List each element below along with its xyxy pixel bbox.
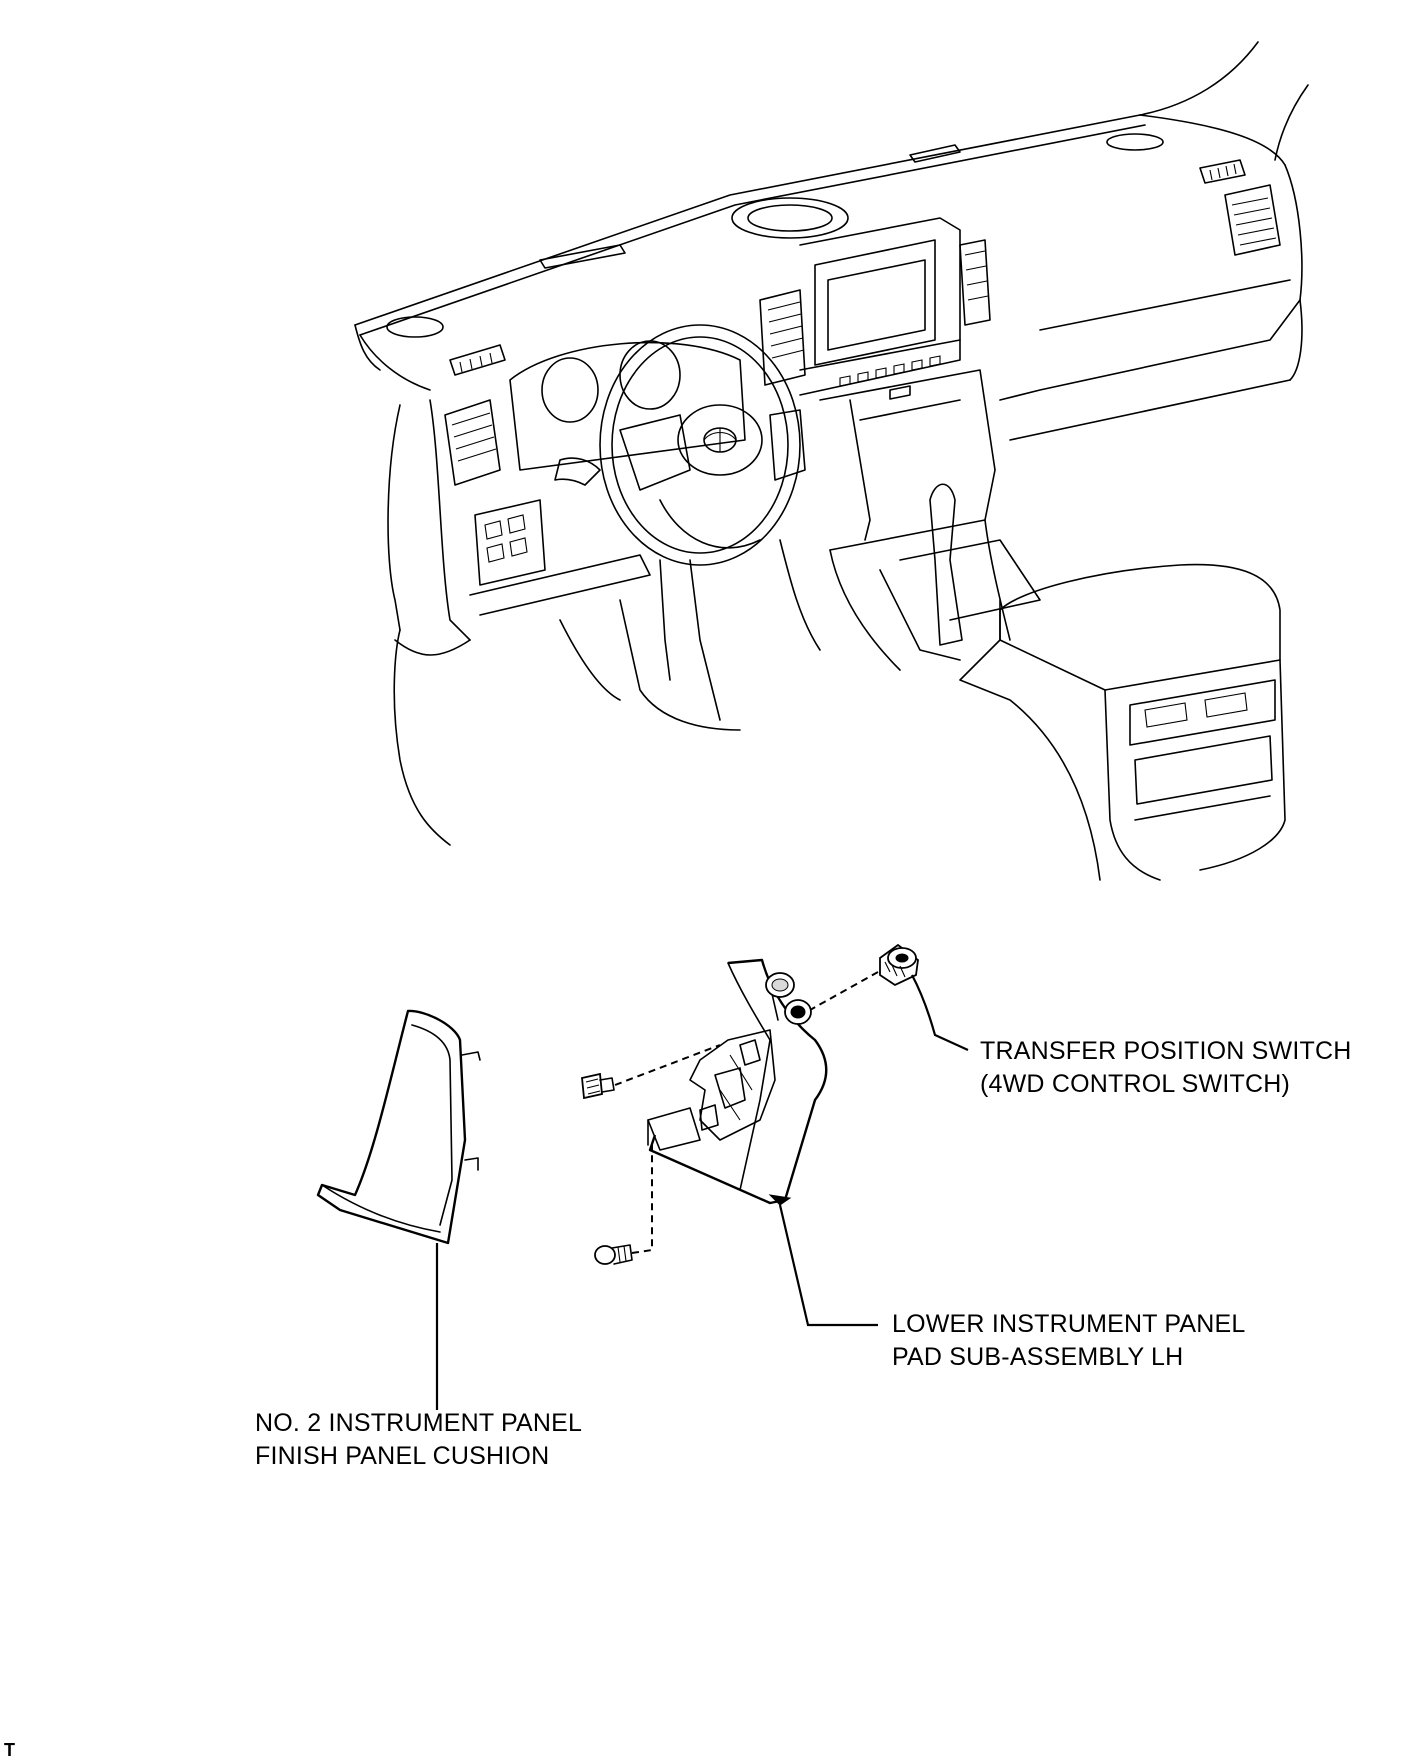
clip-upper: [581, 1072, 615, 1100]
clip-lower-line: [631, 1145, 653, 1254]
leader-transfer-switch: [911, 974, 969, 1052]
leader-lower-panel-pad: [778, 1204, 878, 1327]
label-lower-pad-line-2: PAD SUB-ASSEMBLY LH: [892, 1343, 1184, 1371]
lower-panel-pad-part: [647, 958, 828, 1206]
label-transfer-line-2: (4WD CONTROL SWITCH): [980, 1070, 1290, 1098]
label-transfer-position-switch: TRANSFER POSITION SWITCH (4WD CONTROL SW…: [980, 1035, 1351, 1101]
label-cushion-line-1: NO. 2 INSTRUMENT PANEL: [255, 1409, 583, 1437]
clip-lower: [594, 1244, 633, 1265]
switch-install-line: [809, 971, 879, 1011]
label-lower-pad-line-1: LOWER INSTRUMENT PANEL: [892, 1310, 1246, 1338]
label-finish-panel-cushion: NO. 2 INSTRUMENT PANEL FINISH PANEL CUSH…: [255, 1407, 582, 1473]
label-transfer-line-1: TRANSFER POSITION SWITCH: [980, 1037, 1352, 1065]
finish-panel-cushion-part: [316, 1009, 481, 1245]
dashboard-illustration: [354, 41, 1309, 881]
label-lower-instrument-panel-pad: LOWER INSTRUMENT PANEL PAD SUB-ASSEMBLY …: [892, 1308, 1246, 1374]
page-mark: T: [4, 1740, 15, 1760]
clip-upper-line: [614, 1044, 721, 1086]
label-cushion-line-2: FINISH PANEL CUSHION: [255, 1442, 550, 1470]
transfer-switch-part: [879, 943, 919, 987]
